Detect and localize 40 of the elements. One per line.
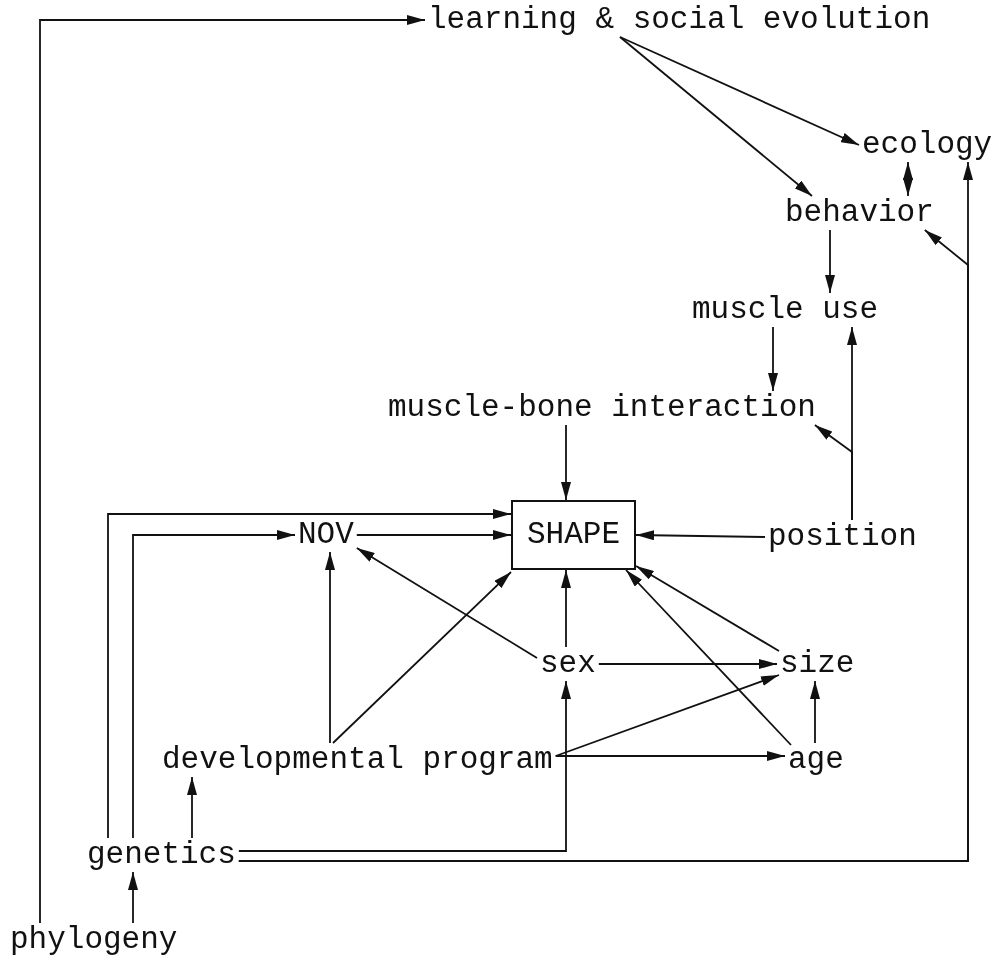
node-label: sex — [537, 647, 599, 681]
node-label: ecology — [859, 128, 996, 162]
arrow — [132, 530, 296, 839]
arrow — [561, 424, 571, 501]
arrow — [355, 547, 538, 659]
arrow — [237, 680, 571, 852]
arrow — [635, 565, 780, 652]
arrow — [107, 509, 512, 839]
node-label: genetics — [84, 838, 239, 872]
box-label: SHAPE — [527, 517, 620, 552]
arrow — [325, 551, 335, 744]
arrow — [187, 776, 197, 839]
node-label: learning & social evolution — [425, 3, 934, 37]
node-label: muscle use — [689, 293, 882, 327]
node-label: behavior — [782, 196, 937, 230]
arrow — [619, 36, 813, 197]
node-label: size — [777, 647, 858, 681]
node-label: developmental program — [159, 743, 556, 777]
arrow — [561, 569, 571, 648]
node-label: phylogeny — [7, 923, 181, 957]
arrow — [355, 530, 512, 540]
node-label: NOV — [295, 518, 357, 552]
arrow — [554, 751, 786, 761]
arrow — [128, 871, 138, 924]
arrow — [554, 674, 780, 757]
arrow — [903, 161, 913, 197]
arrow — [768, 326, 778, 392]
shape-box — [511, 500, 636, 570]
arrow — [810, 680, 820, 744]
arrow — [625, 569, 792, 746]
arrow — [814, 424, 853, 521]
node-label: muscle-bone interaction — [385, 391, 819, 425]
node-label: age — [785, 743, 847, 777]
arrow — [825, 229, 835, 294]
arrow — [635, 530, 766, 541]
arrow — [597, 659, 778, 669]
arrow — [619, 36, 860, 146]
arrow — [39, 15, 426, 924]
arrow — [332, 571, 512, 744]
node-label: position — [765, 520, 920, 554]
